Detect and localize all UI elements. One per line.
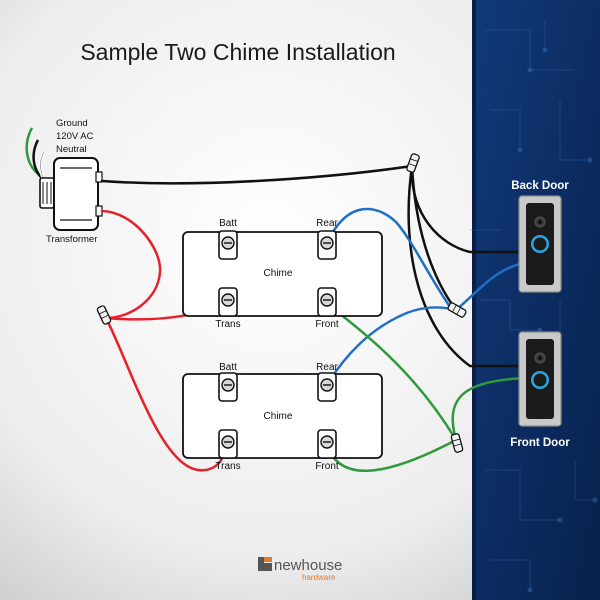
wire-green-nut-to-front-door [451,376,530,442]
chime-bottom-rear-label: Rear [316,362,338,373]
hot-wire-label: 120V AC [56,131,94,142]
terminal-batt-top [218,230,238,260]
chime-bottom [182,372,383,459]
exterior-wall [470,0,600,600]
chime-top-label: Chime [264,268,293,279]
brand-logo: newhouse hardware [258,557,342,582]
ground-label: Ground [56,118,88,129]
neutral-label: Neutral [56,144,87,155]
chime-bottom-label: Chime [264,411,293,422]
chime-bottom-front-label: Front [315,461,339,472]
terminal-rear-bottom [317,372,337,402]
terminal-trans-bottom [218,429,238,459]
brand-mark-icon [258,557,272,571]
wire-green-front-top [325,302,458,442]
doorbell-back-door [518,195,562,293]
terminal-batt-bottom [218,372,238,402]
wire-black-nut-to-nut [410,164,458,312]
chime-bottom-trans-label: Trans [215,461,240,472]
chime-top-front-label: Front [315,319,339,330]
transformer [25,127,103,231]
wire-blue-rear-top [325,207,454,312]
wire-black-transformer-to-nut [100,164,414,185]
transformer-label: Transformer [46,234,97,245]
wire-red-nut-to-trans-bottom [104,316,230,472]
chime-top [182,230,383,317]
brand-name: newhouse [274,557,342,574]
chime-top-rear-label: Rear [316,218,338,229]
wire-black-nut-to-front-door [407,164,530,368]
wire-red-transformer-to-nut [100,209,162,320]
page-title: Sample Two Chime Installation [80,39,395,65]
front-door-label: Front Door [510,437,570,449]
terminal-front-bottom [317,429,337,459]
terminal-trans-top [218,287,238,317]
brand-subtitle: hardware [302,573,336,582]
terminal-rear-top [317,230,337,260]
doorbell-front-door [518,331,562,427]
chime-bottom-batt-label: Batt [219,362,237,373]
wire-blue-rear-bottom [325,306,458,387]
chime-top-trans-label: Trans [215,319,240,330]
chime-top-batt-label: Batt [219,218,237,229]
terminal-front-top [317,287,337,317]
back-door-label: Back Door [511,180,569,192]
